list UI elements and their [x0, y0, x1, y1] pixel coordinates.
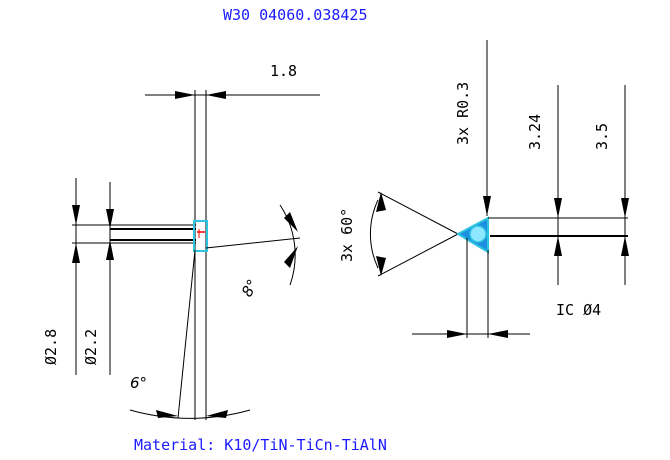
part-number-title: W30 04060.038425 [223, 6, 368, 24]
side-view: 1.8 Ø2.8 Ø2.2 8° 6° [42, 62, 320, 420]
insert-angle-label: 3x 60° [338, 208, 356, 262]
insert-view: 3x 60° 3x R0.3 3.24 3.5 IC Ø4 [338, 40, 629, 338]
insert-height-b-label: 3.5 [593, 123, 611, 150]
inner-diameter-label: Ø2.2 [82, 329, 100, 365]
clearance-angle-label: 8° [238, 276, 262, 300]
inscribed-circle-label: IC Ø4 [556, 301, 601, 319]
insert-height-a-label: 3.24 [526, 114, 544, 150]
insert-inscribed-circle [469, 225, 487, 243]
material-note: Material: K10/TiN-TiCn-TiAlN [134, 436, 387, 454]
tip-insert-box [193, 220, 208, 252]
side-angle-label: 6° [130, 374, 147, 392]
corner-radius-label: 3x R0.3 [454, 82, 472, 145]
outer-diameter-label: Ø2.8 [42, 329, 60, 365]
tip-width-label: 1.8 [270, 62, 297, 80]
